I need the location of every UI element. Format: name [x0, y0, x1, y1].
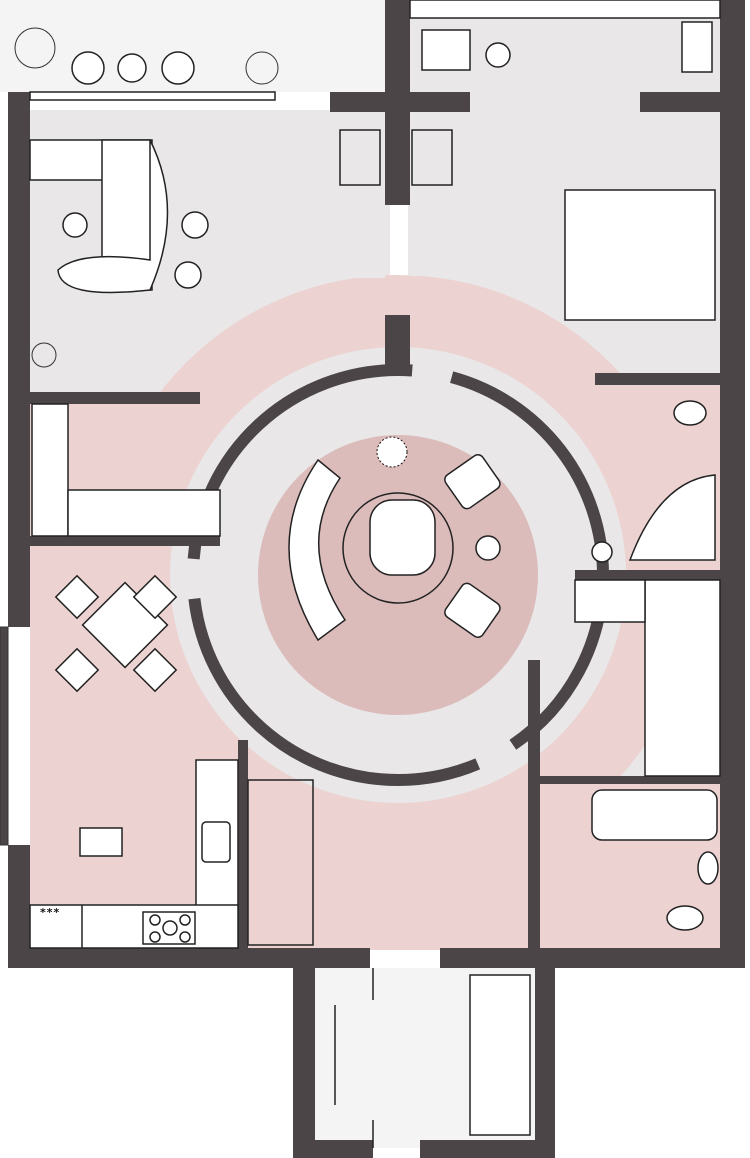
bedroom-side-table	[485, 42, 511, 68]
dining-chair-2	[132, 574, 178, 620]
cabinet-2	[411, 129, 453, 186]
burner	[162, 920, 178, 936]
balcony-floor	[0, 0, 385, 92]
toilet-2	[666, 905, 704, 931]
entry-wardrobe	[469, 974, 531, 1136]
bedroom-window	[409, 0, 721, 19]
kitchen-counter-bottom	[29, 904, 239, 949]
burner	[179, 914, 191, 926]
balcony-table	[117, 53, 147, 83]
office-stool-1	[181, 211, 209, 239]
kitchen-island	[79, 827, 123, 857]
armchair-1	[444, 454, 501, 510]
closet-rack-horizontal	[67, 489, 221, 537]
balcony-plant	[14, 27, 56, 69]
cabinet-1	[339, 129, 381, 186]
armchair-2	[444, 582, 501, 638]
washbasin-2	[697, 851, 719, 885]
dining-chair-3	[54, 647, 100, 693]
closet-rack-vertical	[31, 403, 69, 537]
corner-bathtub	[628, 474, 716, 561]
bathtub	[591, 789, 718, 841]
balcony-chair-1	[71, 51, 105, 85]
side-table	[475, 535, 501, 561]
bedroom-armchair	[421, 29, 471, 71]
office-round-desk	[57, 139, 169, 294]
corridor-wardrobe	[247, 779, 314, 946]
curved-sofa	[288, 458, 347, 642]
balcony-chair-2	[161, 51, 195, 85]
dining-chair-4	[132, 647, 178, 693]
shelf	[574, 579, 646, 623]
toilet-1	[673, 400, 707, 426]
burner	[149, 931, 161, 943]
burner	[149, 914, 161, 926]
appliance-label: ***	[40, 906, 61, 919]
burner	[179, 931, 191, 943]
office-plant	[31, 342, 57, 368]
ottoman	[369, 499, 436, 576]
office-floor-upper	[30, 110, 385, 278]
plant	[376, 436, 408, 468]
office-chair	[62, 212, 88, 238]
kitchen-sink	[201, 821, 231, 863]
balcony-window	[29, 91, 276, 101]
washbasin-1	[591, 541, 613, 563]
sofa-bed	[644, 579, 721, 777]
office-stool-2	[174, 261, 202, 289]
dressing-table	[681, 21, 713, 73]
double-bed	[564, 189, 716, 321]
coffee-table-ring	[342, 492, 454, 604]
balcony-plant-2	[245, 51, 279, 85]
dining-chair-1	[54, 574, 100, 620]
